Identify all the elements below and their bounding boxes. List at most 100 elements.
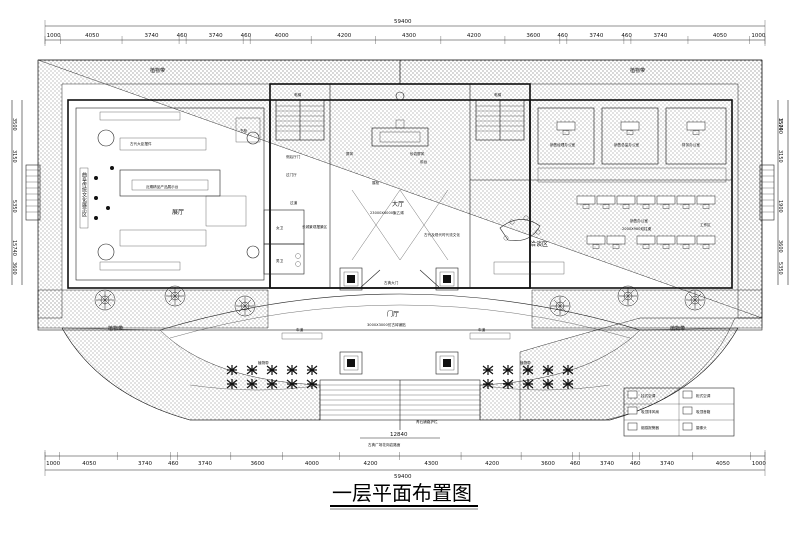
- legend-item-label: 吸顶音箱: [696, 409, 711, 414]
- finance-label: 财务办公室: [682, 142, 700, 147]
- bottom-dim-label: 4200: [364, 461, 378, 467]
- bottom-note: 古典广场花岗岩路面: [368, 442, 401, 447]
- shu-label: 书柜: [240, 128, 248, 133]
- top-dim-label: 460: [621, 33, 632, 39]
- lobby: 砂岩屏风 屏风 前台 大厅 23000X6000聚乙烯 展柜 古典大门: [346, 91, 449, 289]
- legend-item-label: 摄像头: [696, 425, 707, 430]
- center-dimension: 12840: [390, 432, 408, 438]
- legend-item-label: 吸顶排风扇: [641, 409, 659, 414]
- bottom-dim-label: 460: [168, 461, 179, 467]
- top-dim-label: 460: [241, 33, 252, 39]
- mid-door-label: 过门厅: [286, 172, 297, 177]
- left-dim-label: 15740: [11, 240, 17, 256]
- stair-left: 电梯: [275, 92, 325, 141]
- exhibition-hall-label: 展厅: [172, 209, 184, 216]
- legend-symbol: [682, 406, 693, 415]
- top-dim-label: 1000: [47, 33, 61, 39]
- top-dim-label: 3740: [145, 33, 159, 39]
- legend-symbol: [627, 422, 638, 431]
- bottom-dim-label: 1000: [752, 461, 766, 467]
- lift-right-label: 电梯: [494, 92, 502, 97]
- right-dim-label: 1900: [777, 200, 783, 213]
- legend-symbol: [682, 390, 693, 399]
- open-office-size: 2000X900双柱桌: [622, 226, 652, 231]
- front-plaza: 12840 古典广场花岗岩路面 青石铺路护栏 门厅 3000X3000仿古砖铺贴…: [61, 267, 739, 447]
- planting-top-left-label: 植物带: [150, 67, 165, 74]
- corridor-label: 过道: [290, 200, 298, 205]
- toilet-block: 女卫 男卫 过道 侧后厅门 过门厅 长城景观摆景区: [263, 154, 328, 275]
- products-label: 近期精品产品展示台: [146, 184, 179, 189]
- model-area-label: 古代大臣摆件: [130, 141, 152, 146]
- bottom-dim-label: 4050: [82, 461, 96, 467]
- open-office-label: 销售办公室: [630, 218, 648, 223]
- top-dim-label: 3740: [209, 33, 223, 39]
- left-dim-label: 3150: [11, 150, 17, 163]
- talk-area: 洽谈区 古代及现代时代流文化: [424, 215, 565, 275]
- talk-area-label: 洽谈区: [530, 240, 548, 248]
- legend-symbol: [627, 390, 638, 399]
- exhibition-wing: 近期精品产品展示台 展厅 古代大臣摆件 曲阜传统文化展示区 书柜: [75, 107, 265, 281]
- planting-top-right-label: 植物带: [630, 67, 645, 74]
- wc-female-label: 女卫: [276, 225, 284, 230]
- bottom-dim-label: 3600: [541, 461, 555, 467]
- top-dim-label: 4050: [713, 33, 727, 39]
- overall-dimension-bottom: 59400: [394, 474, 412, 480]
- top-dim-label: 460: [557, 33, 568, 39]
- top-dim-label: 3740: [589, 33, 603, 39]
- bottom-dim-label: 4050: [716, 461, 730, 467]
- drawing-title: 一层平面布置图: [332, 481, 472, 505]
- work-area-label: 工作区: [700, 222, 711, 227]
- legend-symbol: [627, 406, 638, 415]
- history-label: 古代及现代时代流文化: [424, 232, 460, 237]
- stair-right: 电梯: [475, 92, 525, 141]
- bottom-dim-label: 1000: [46, 461, 60, 467]
- top-dim-label: 3600: [526, 33, 540, 39]
- stone-road-label: 青石铺路护栏: [416, 419, 438, 424]
- bottom-dim-label: 460: [570, 461, 581, 467]
- top-dim-label: 3740: [653, 33, 667, 39]
- left-vertical-label: 曲阜传统文化展示区: [81, 171, 87, 217]
- plinth-left-upper: [339, 267, 363, 291]
- planting-front-right-label: 植物带: [520, 360, 531, 365]
- office-wing: 销售经理办公室 销售总监办公室 财务办公室 销售办公室 2000X900双柱桌 …: [424, 107, 727, 275]
- reception-wall-label: 砂岩屏风: [410, 151, 425, 156]
- screen-label: 屏风: [346, 152, 354, 156]
- long-art-label: 长城景观摆景区: [302, 224, 328, 229]
- top-dim-label: 4000: [275, 33, 289, 39]
- bottom-dim-label: 3740: [138, 461, 152, 467]
- top-dim-label: 4200: [337, 33, 351, 39]
- planting-bottom-left-label: 植物带: [108, 325, 123, 332]
- right-dim-label: 15740: [777, 118, 783, 134]
- lift-left-label: 电梯: [294, 92, 302, 97]
- foyer-label: 门厅: [387, 310, 399, 318]
- top-dim-label: 4200: [467, 33, 481, 39]
- plinth-right-upper: [435, 267, 459, 291]
- bottom-dimension-chain: 59400 1000 4050 3740 460 3740 3600 4000 4200 430…: [44, 450, 766, 480]
- legend-item-label: 柜式空调: [696, 393, 711, 398]
- lobby-note-label: 展柜: [372, 180, 380, 185]
- right-dim-label: 3150: [777, 150, 783, 163]
- bottom-dim-label: 4300: [424, 461, 438, 467]
- planting-front-left-label: 植物带: [258, 360, 269, 365]
- legend-item-label: 烟感报警器: [641, 425, 659, 430]
- plinth-left-lower: [339, 351, 363, 375]
- bottom-dim-label: 3740: [198, 461, 212, 467]
- right-dim-label: 3500: [777, 118, 783, 131]
- left-dim-label: 3600: [11, 262, 17, 275]
- bottom-dim-label: 4000: [305, 461, 319, 467]
- right-steps: [759, 164, 775, 221]
- left-dim-label: 3500: [11, 118, 17, 131]
- car-lane-right: 车道: [478, 327, 486, 332]
- car-lane-left: 车道: [296, 327, 304, 332]
- bottom-dim-label: 4200: [485, 461, 499, 467]
- wc-male-label: 男卫: [276, 258, 284, 263]
- lobby-size-label: 23000X6000聚乙烯: [370, 210, 404, 215]
- legend-item-label: 挂式空调: [641, 393, 656, 398]
- planting-bottom-right-label: 植物带: [670, 325, 685, 332]
- site-outline: [25, 59, 775, 421]
- top-dim-label: 4300: [402, 33, 416, 39]
